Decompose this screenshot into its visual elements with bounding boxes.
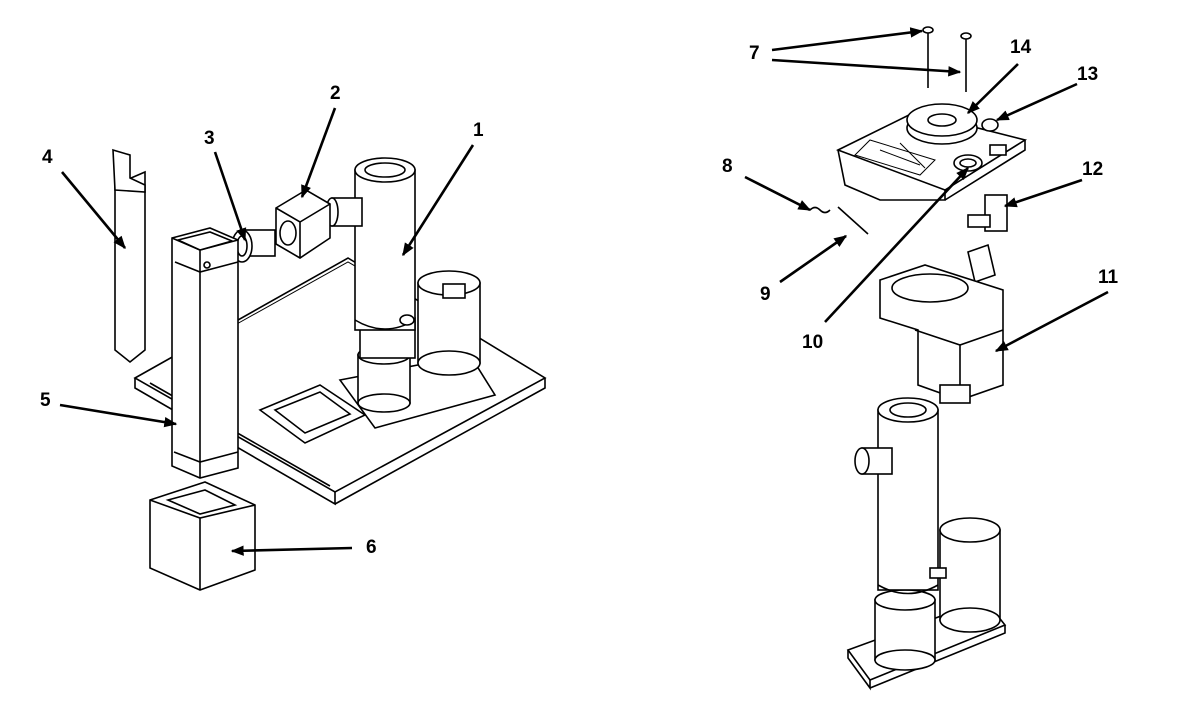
arrow-14 [967,63,1019,114]
arrow-6 [230,545,353,556]
arrow-12 [1003,178,1083,208]
callout-6: 6 [366,537,377,558]
callout-11: 11 [1098,267,1119,288]
heater-lower-sections [357,317,416,413]
base-box [149,481,256,591]
callout-2: 2 [330,83,341,104]
callout-9: 9 [760,284,771,305]
arrow-7b [771,58,962,77]
exhaust-elbow-box [275,189,363,259]
right-heater-cylinder [854,397,947,595]
callout-13: 13 [1077,64,1098,85]
hex-nut [981,118,999,132]
callout-8: 8 [722,156,733,177]
arrow-13 [995,82,1078,122]
round-cover [906,103,978,145]
motor-cylinder [417,270,481,376]
leader-arrows [59,27,1109,556]
heater-main-cylinder [354,157,416,331]
vertical-duct [171,227,239,479]
arrow-1 [401,144,475,257]
arrow-3 [213,151,247,242]
bracket-strip [112,148,146,364]
top-cover-plate [835,111,1028,201]
left-assembly [112,148,547,591]
base-tray [258,384,367,444]
callout-4: 4 [42,147,53,168]
clip-and-pin [809,206,869,235]
callout-labels: 1 2 3 4 5 6 7 8 9 10 11 12 13 14 [40,37,1119,558]
callout-1: 1 [473,120,484,141]
right-heater-lower [874,589,936,671]
solenoid-valve [967,194,1008,284]
arrow-11 [994,290,1109,353]
arrow-2 [300,107,337,199]
arrow-5 [59,403,178,428]
mounting-bolts [922,26,972,92]
callout-3: 3 [204,128,215,149]
callout-5: 5 [40,390,51,411]
callout-12: 12 [1082,159,1103,180]
arrow-9 [779,234,848,284]
callout-14: 14 [1010,37,1032,58]
reservoir-housing [879,264,1004,404]
arrow-7a [771,27,924,52]
right-assembly [809,26,1028,691]
arrow-10 [824,167,969,323]
arrow-4 [60,171,127,250]
right-motor-cylinder [939,517,1001,633]
arrow-8 [744,175,812,212]
callout-10: 10 [802,332,823,353]
callout-7: 7 [749,43,760,64]
